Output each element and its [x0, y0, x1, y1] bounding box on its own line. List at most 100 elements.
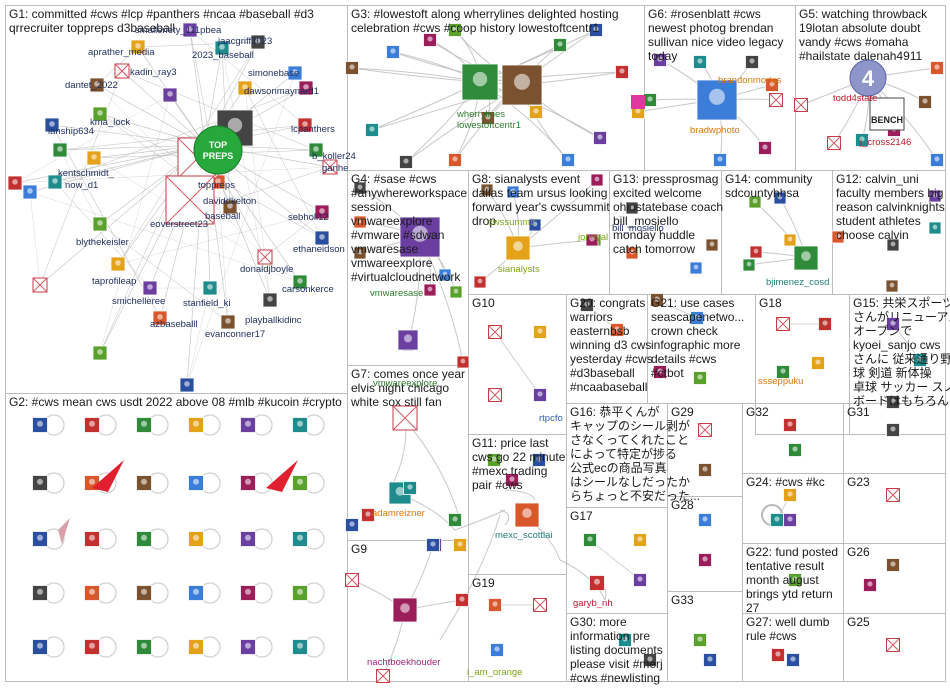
group-title-g13: bill_mosiello [613, 214, 679, 228]
group-title-g13: excited welcome [613, 186, 702, 200]
avatar-head-shape [94, 81, 100, 87]
edge [117, 211, 323, 265]
node-label: jaacgriff2023 [217, 36, 272, 47]
missing-avatar-cross [769, 93, 783, 107]
avatar-head-shape [452, 26, 458, 32]
group-title-layer: G1: committed #cws #lcp #panthers #ncaa … [9, 7, 950, 685]
group-title-g15: G15: 共栄スポーツ [853, 296, 950, 310]
group-title-g30: G30: more [570, 615, 627, 629]
avatar-head-shape [584, 301, 590, 307]
edge [351, 67, 521, 86]
avatar-head-shape [707, 656, 713, 662]
edge [99, 223, 229, 323]
avatar-head-shape [514, 73, 530, 90]
group-title-g21: seascapenetwo... [651, 310, 744, 324]
avatar-head-shape [717, 156, 723, 162]
group-title-g28: G28 [671, 498, 694, 512]
group-title-g3: G3: #lowestoft along wherrylines delight… [351, 7, 619, 21]
bench-logo-icon [869, 97, 905, 131]
group-title-g6: G6: #rosenblatt #cws [648, 7, 761, 21]
group-title-g20: yesterday #cws [570, 352, 653, 366]
edge [137, 41, 259, 48]
avatar-head-shape [193, 588, 199, 595]
avatar-head-shape [97, 349, 103, 355]
group-title-g13: catch tomorrow [613, 242, 695, 256]
group-title-g4: vmwareexplore [351, 256, 433, 270]
avatar-head-shape [167, 91, 173, 97]
avatar-head-shape [460, 358, 466, 364]
group-title-g12: student athletes [836, 214, 921, 228]
group-title-g16: さなくってくれたこと [570, 433, 689, 447]
avatar-head-shape [369, 126, 375, 132]
avatar-head-shape [457, 541, 463, 547]
avatar-head-shape [313, 146, 319, 152]
avatar-head-shape [637, 536, 643, 542]
node-label: sianalysts [498, 264, 540, 275]
avatar-head-shape [890, 320, 896, 326]
avatar-head-shape [867, 581, 873, 587]
node-label: playballkidinc [245, 315, 302, 326]
group-title-g7: elvis night chicago [351, 381, 449, 395]
node-label: vmwaresase [370, 288, 423, 299]
group-title-g5: vandy #cws #omaha [799, 35, 909, 49]
node-label: stanfield_ki [183, 298, 231, 309]
group-title-g4: G4: #sase #cws [351, 172, 436, 186]
node-label: bradwphoto [690, 125, 740, 136]
avatar-head-shape [365, 511, 371, 517]
group-title-g26: G26 [847, 545, 870, 559]
group-title-g20: #d3baseball [570, 366, 635, 380]
avatar-head-shape [37, 642, 43, 649]
group-title-g33: G33 [671, 593, 694, 607]
edge [244, 87, 323, 239]
group-title-g15: kyoei_sanjo cws [853, 338, 940, 352]
avatar-head-shape [245, 534, 251, 541]
node-label: kentschmidt_ [58, 168, 115, 179]
node-label: blythekeisler [76, 237, 129, 248]
node-label: b_koller24 [312, 151, 356, 162]
edge [559, 559, 606, 601]
avatar-head-shape [297, 534, 303, 541]
group-title-g20: #ncaabaseball [570, 380, 647, 394]
missing-avatar-cross [114, 63, 130, 79]
group-title-g20: easternbsb [570, 324, 630, 338]
group-title-g12: faculty members big [836, 186, 943, 200]
edge [499, 509, 510, 526]
avatar-head-shape [932, 224, 938, 230]
group-title-g22: G22: fund posted [746, 545, 838, 559]
group-title-g11: G11: price last [472, 436, 549, 450]
edge [189, 29, 306, 126]
avatar-head-shape [225, 318, 231, 324]
avatar-head-shape [775, 651, 781, 657]
edge [454, 509, 506, 531]
missing-avatar-cross [533, 598, 547, 612]
avatar-head-shape [403, 158, 409, 164]
edge [29, 191, 41, 286]
avatar-head-shape [557, 41, 563, 47]
group-title-g23: G23 [847, 475, 870, 489]
channel-logo-icon [849, 59, 887, 97]
node-label: garyb_nh [573, 598, 613, 609]
avatar-head-shape [533, 108, 539, 114]
group-title-g31: G31 [847, 405, 870, 419]
avatar-head-shape [12, 179, 18, 185]
node-label: smichelleree [112, 296, 165, 307]
node-label: wherrylines [456, 109, 505, 120]
group-title-g22: 27 [746, 601, 760, 615]
missing-avatar-cross [376, 669, 390, 683]
edge [14, 166, 331, 184]
group-title-g12: choose calvin [836, 228, 909, 242]
group-title-g13: ohiostatebase coach [613, 200, 723, 214]
avatar-head-shape [427, 286, 433, 292]
group-title-g22: month august [746, 573, 819, 587]
avatar-head-shape [245, 642, 251, 649]
group-title-g5: G5: watching throwback [799, 7, 928, 21]
avatar-head-shape [801, 251, 811, 261]
avatar-head-shape [297, 278, 303, 284]
avatar-head-shape [37, 588, 43, 595]
avatar-head-shape [589, 236, 595, 242]
avatar-head-shape [697, 374, 703, 380]
edge [121, 70, 206, 146]
group-title-g15: ボードはもちろん ア... [853, 394, 950, 408]
group-title-g12: reason calvinknights [836, 200, 945, 214]
